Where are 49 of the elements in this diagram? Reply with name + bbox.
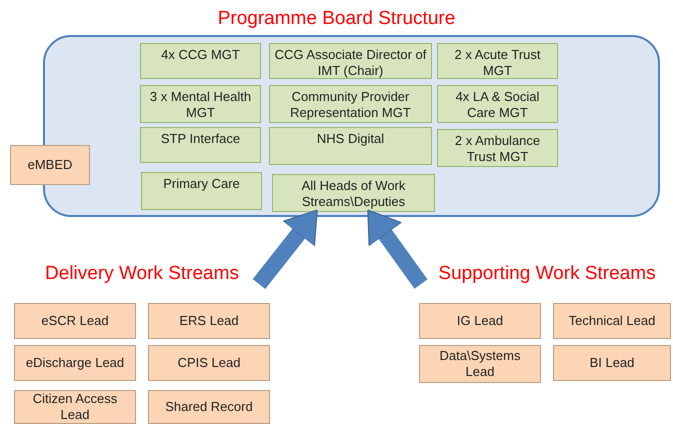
lead-box <box>419 303 541 339</box>
member-box <box>140 127 261 163</box>
member-box <box>437 129 558 167</box>
lead-box <box>553 303 671 339</box>
box-label: 2 x Acute Trust MGT <box>454 47 542 80</box>
member-box <box>269 127 432 165</box>
box-label: Community Provider Representation MGT <box>289 89 412 122</box>
box-label: All Heads of Work Streams\Deputies <box>300 178 406 210</box>
box-label: NHS Digital <box>316 131 384 148</box>
box-label: 2 x Ambulance Trust MGT <box>454 133 542 166</box>
member-box <box>269 85 432 123</box>
box-label: BI Lead <box>590 354 634 372</box>
box-label: Shared Record <box>165 398 253 416</box>
member-box <box>437 43 558 79</box>
lead-box <box>148 303 270 339</box>
section-heading: Supporting Work Streams <box>421 262 673 286</box>
box-label: eSCR Lead <box>41 312 109 330</box>
member-box <box>272 174 435 212</box>
box-label: 3 x Mental Health MGT <box>148 89 252 122</box>
lead-box <box>14 390 136 424</box>
member-box <box>140 85 261 123</box>
box-label: Primary Care <box>163 176 240 192</box>
lead-box <box>10 145 90 185</box>
box-label: STP Interface <box>160 131 240 148</box>
arrow <box>367 210 428 289</box>
arrow <box>252 210 318 290</box>
member-box <box>140 43 261 79</box>
box-label: IG Lead <box>456 312 504 330</box>
box-label: 4x LA & Social Care MGT <box>454 89 540 122</box>
box-label: 4x CCG MGT <box>161 47 240 64</box>
member-box <box>269 43 432 79</box>
lead-box <box>148 390 270 424</box>
box-label: CPIS Lead <box>178 354 240 372</box>
box-label: eMBED <box>28 156 72 174</box>
member-box <box>437 85 558 123</box>
lead-box <box>148 345 270 381</box>
box-label: ERS Lead <box>179 312 239 330</box>
lead-box <box>419 345 541 383</box>
diagram-title: Programme Board Structure <box>216 8 456 30</box>
box-label: Citizen Access Lead <box>32 390 118 424</box>
lead-box <box>14 303 136 339</box>
box-label: Technical Lead <box>568 312 656 330</box>
lead-box <box>553 345 671 381</box>
box-label: Data\Systems Lead <box>438 348 522 380</box>
member-box <box>141 172 262 210</box>
box-label: CCG Associate Director of IMT (Chair) <box>274 47 427 80</box>
lead-box <box>14 345 136 381</box>
box-label: eDischarge Lead <box>26 354 124 372</box>
section-heading: Delivery Work Streams <box>25 262 259 286</box>
